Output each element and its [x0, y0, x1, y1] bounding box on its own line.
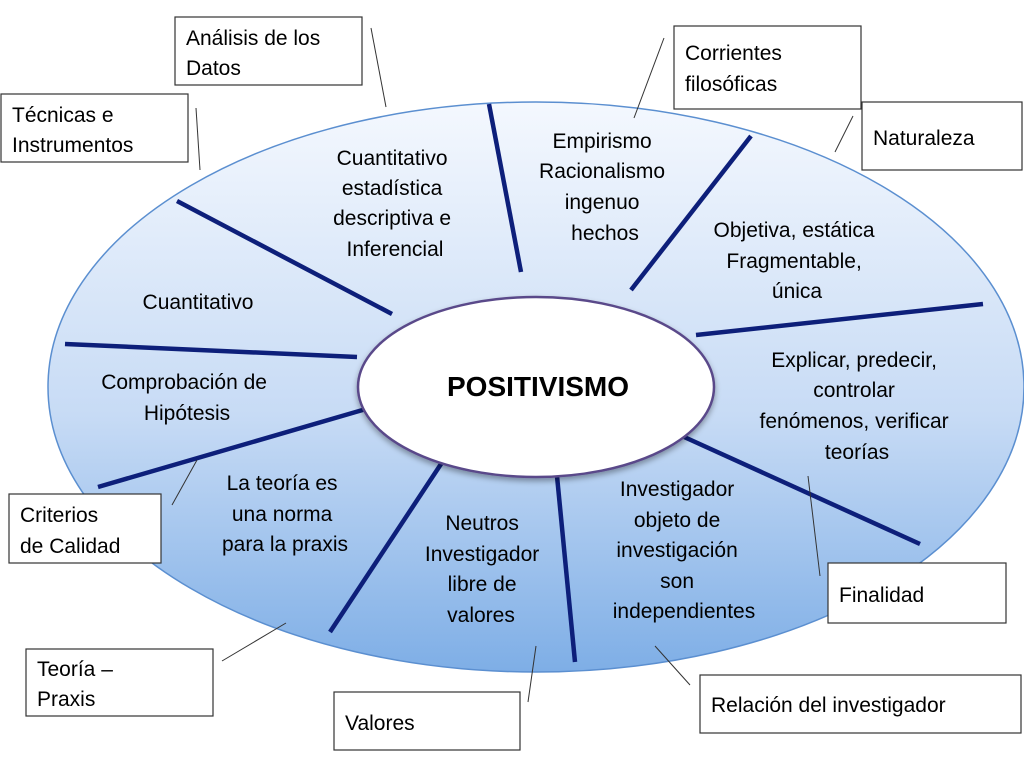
spoke-1 — [486, 103, 524, 273]
leader-naturaleza — [834, 115, 854, 153]
label-criterios-calidad: Criterios de Calidad — [8, 493, 162, 564]
segment-teoria: La teoría es una norma para la praxis — [222, 472, 348, 556]
spoke-6 — [328, 459, 445, 634]
svg-text:Criterios de Calidad: Criterios de Calidad — [20, 504, 120, 558]
spoke-3 — [695, 301, 984, 338]
svg-text:Relación del investigador: Relación del investigador — [711, 694, 946, 717]
label-boxes: Análisis de los Datos Corrientes filosóf… — [0, 16, 1023, 751]
segment-analisis: Cuantitativo — [143, 291, 254, 314]
svg-text:Técnicas e Instrumento: Técnicas e Instrumentos — [12, 104, 133, 157]
segment-corrientes: Empirismo Racionalismo ingenuo hechos — [539, 130, 671, 245]
label-finalidad: Finalidad — [827, 562, 1007, 624]
segment-naturaleza: Objetiva, estática Fragmentable, única — [714, 219, 881, 303]
leader-finalidad — [807, 475, 821, 577]
leader-corrientes — [633, 37, 665, 119]
leader-lines — [171, 27, 854, 703]
segment-relacion: Investigador objeto de investigación son… — [613, 478, 755, 623]
segment-finalidad: Explicar, predecir, controlar fenómenos,… — [760, 349, 955, 464]
leader-teoria — [221, 622, 287, 662]
center-ellipse — [356, 295, 716, 479]
svg-text:Análisis de los Datos: Análisis de los Datos — [186, 27, 326, 80]
segment-criterios: Comprobación de Hipótesis — [101, 371, 273, 425]
label-tecnicas-instrumentos: Técnicas e Instrumentos — [0, 93, 189, 163]
svg-text:Corrientes filosóficas: Corrientes filosóficas — [685, 42, 788, 96]
leader-analisis — [370, 27, 387, 108]
label-corrientes-filosoficas: Corrientes filosóficas — [673, 25, 862, 110]
label-naturaleza: Naturaleza — [861, 101, 1023, 171]
label-teoria-praxis: Teoría – Praxis — [25, 648, 214, 717]
spoke-9 — [175, 199, 394, 316]
label-relacion-investigador: Relación del investigador — [699, 674, 1022, 734]
svg-text:Valores: Valores — [345, 712, 415, 735]
leader-valores — [527, 645, 537, 703]
leader-relacion — [654, 645, 691, 686]
svg-text:Finalidad: Finalidad — [839, 584, 924, 607]
spokes — [64, 103, 984, 663]
label-valores: Valores — [333, 691, 521, 751]
svg-text:Teoría – Praxis: Teoría – Praxis — [37, 658, 119, 711]
spoke-4 — [681, 433, 921, 547]
spoke-2 — [629, 134, 753, 292]
segment-texts: Cuantitativo estadística descriptiva e I… — [101, 130, 955, 627]
segment-tecnicas: Cuantitativo estadística descriptiva e I… — [333, 147, 457, 261]
center-title: POSITIVISMO — [447, 371, 629, 402]
leader-tecnicas — [195, 107, 201, 171]
svg-text:Naturaleza: Naturaleza — [873, 127, 975, 150]
leader-criterios — [171, 459, 198, 506]
segment-valores: Neutros Investigador libre de valores — [425, 512, 545, 627]
spoke-5 — [554, 475, 578, 663]
label-analisis-datos: Análisis de los Datos — [174, 16, 363, 86]
spoke-7 — [97, 406, 367, 490]
spoke-8 — [64, 341, 358, 360]
